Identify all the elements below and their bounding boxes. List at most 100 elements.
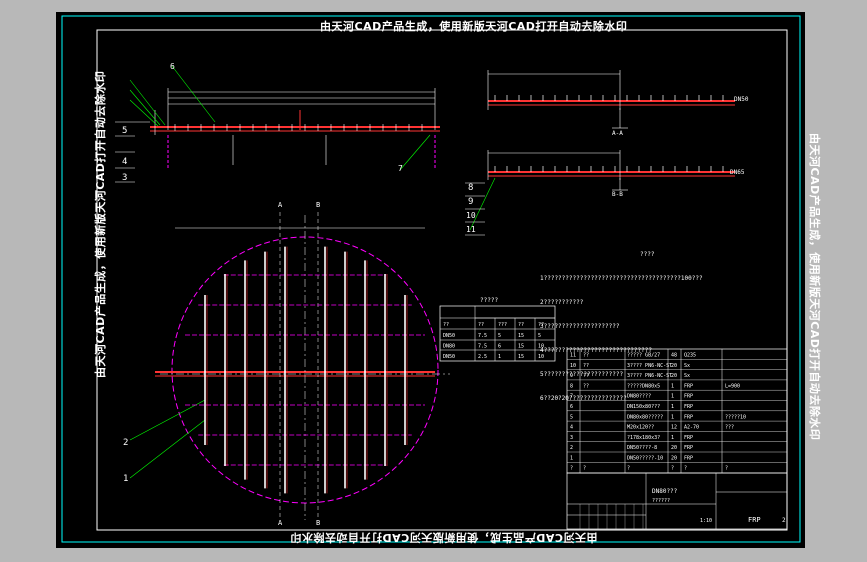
plan-distribution-pipes	[185, 246, 425, 494]
nozzle-table-header: ??	[443, 322, 449, 328]
dn-label-mid: DN65	[730, 169, 745, 176]
bom-cell: 3???? PN6-NC-ST	[627, 363, 672, 369]
bom-cell: 12	[671, 425, 677, 431]
bom-cell: 20	[671, 363, 677, 369]
bom-cell: DN50?????-10	[627, 456, 663, 462]
dn-label-top: DN50	[734, 96, 749, 103]
section-mark-b-bottom: B	[316, 519, 320, 527]
bom-cell: ??	[583, 363, 589, 369]
nozzle-table-cell: 15	[518, 354, 524, 360]
nozzle-table-header: ??	[478, 322, 484, 328]
bom-cell: 1	[671, 435, 674, 441]
nozzle-table-cell: 7.5	[478, 333, 487, 339]
notes-line-5: 5??????????????????????	[540, 371, 624, 378]
bom-header-cell: ?	[671, 465, 674, 471]
section-mark-a-bottom: A	[278, 519, 283, 527]
bom-cell: 6	[570, 404, 573, 410]
callout-2: 2	[123, 438, 128, 448]
bom-cell: ??	[583, 373, 589, 379]
nozzle-table-cell: 6	[498, 344, 501, 350]
bom-cell: FRP	[684, 404, 693, 410]
title-block-cells	[579, 504, 644, 529]
bom-cell: 1	[570, 456, 573, 462]
section-mark-a-top: A	[278, 201, 283, 209]
nozzle-table-header: ???	[498, 322, 507, 328]
inner-frame	[96, 29, 788, 531]
nozzle-table-cell: 1	[498, 354, 501, 360]
bom-header-cell: ?	[583, 465, 586, 471]
bom-cell: 9	[570, 373, 573, 379]
bom-cell: ?????DN80x5	[627, 383, 660, 389]
notes-line-1: 1??????????????????????????????????????1…	[540, 275, 703, 282]
view-label-bb: B-B	[612, 191, 623, 198]
bom-cell: 20	[671, 445, 677, 451]
elevation-view-top-left	[129, 65, 440, 171]
title-scale: 1:10	[700, 518, 712, 524]
bom-cell: 1	[671, 414, 674, 420]
bom-cell: 20	[671, 373, 677, 379]
callout-1: 1	[123, 474, 128, 484]
bom-cell: 5	[570, 414, 573, 420]
plan-view	[129, 212, 450, 520]
bom-cell: Sx	[684, 363, 690, 369]
bom-cell: DN80x80?????	[627, 414, 663, 420]
callout-4: 4	[122, 157, 127, 167]
nozzle-table-header: ??	[518, 322, 524, 328]
callout-3: 3	[122, 173, 127, 183]
bom-cell: DN80????	[627, 394, 651, 400]
bom-cell: 3	[570, 435, 573, 441]
left-item-callouts	[115, 121, 485, 236]
bom-cell: Q235	[684, 353, 696, 359]
bom-cell: 1	[671, 394, 674, 400]
bom-cell: 11	[570, 353, 576, 359]
bill-of-materials-grid	[566, 348, 788, 474]
notes-line-3: 3?????????????????????	[540, 323, 620, 330]
bom-cell: 4	[570, 425, 573, 431]
nozzle-table-cell: 2.5	[478, 354, 487, 360]
nozzle-table	[439, 305, 556, 362]
outer-frame	[61, 15, 801, 543]
callout-8: 8	[468, 183, 473, 193]
bom-header-cell: ?	[627, 465, 630, 471]
callout-10: 10	[466, 211, 476, 220]
bom-cell: 3???? PN6-NC-ST	[627, 373, 672, 379]
section-bb-ticks	[494, 166, 724, 172]
nozzle-table-cell: DN50	[443, 333, 455, 339]
bom-cell: ??	[583, 383, 589, 389]
bom-cell: 1	[671, 383, 674, 389]
callout-7: 7	[398, 164, 403, 173]
notes-title: ????	[640, 251, 655, 258]
section-bb-view	[469, 150, 735, 231]
bom-cell: FRP	[684, 435, 693, 441]
bom-cell: FRP	[684, 445, 693, 451]
bom-cell: DN150x80???	[627, 404, 660, 410]
section-mark-b-top: B	[316, 201, 320, 209]
nozzle-table-title: ?????	[480, 297, 498, 304]
bom-cell: 2	[570, 445, 573, 451]
bom-header-cell: ?	[570, 465, 573, 471]
bom-cell: ??	[583, 353, 589, 359]
nozzle-table-cell: 10	[538, 354, 544, 360]
notes-line-2: 2???????????	[540, 299, 584, 306]
bom-cell: 10	[570, 363, 576, 369]
watermark-top: 由天河CAD产品生成，使用新版天河CAD打开自动去除水印	[320, 20, 628, 33]
bom-cell: M20x120??	[627, 425, 654, 431]
watermark-right: 由天河CAD产品生成，使用新版天河CAD打开自动去除水印	[808, 133, 821, 441]
bom-cell: L=900	[725, 383, 740, 389]
nozzle-table-cell: DN50	[443, 354, 455, 360]
title-block	[566, 472, 788, 530]
bom-cell: ?178x180x3?	[627, 435, 660, 441]
nozzle-table-header: ??	[538, 322, 544, 328]
notes-line-6: 6??20?20????????????????	[540, 395, 627, 402]
bom-cell: ?????10	[725, 414, 746, 420]
elevation-pipe-ticks	[174, 124, 423, 131]
notes-line-4: 4??????????????????????????????	[540, 347, 652, 354]
watermark-left: 由天河CAD产品生成，使用新版天河CAD打开自动去除水印	[94, 70, 107, 378]
bom-header-cell: ?	[684, 465, 687, 471]
callout-6: 6	[170, 62, 175, 71]
callout-5: 5	[122, 126, 127, 136]
bom-cell: FRP	[684, 394, 693, 400]
callout-11: 11	[466, 225, 476, 234]
